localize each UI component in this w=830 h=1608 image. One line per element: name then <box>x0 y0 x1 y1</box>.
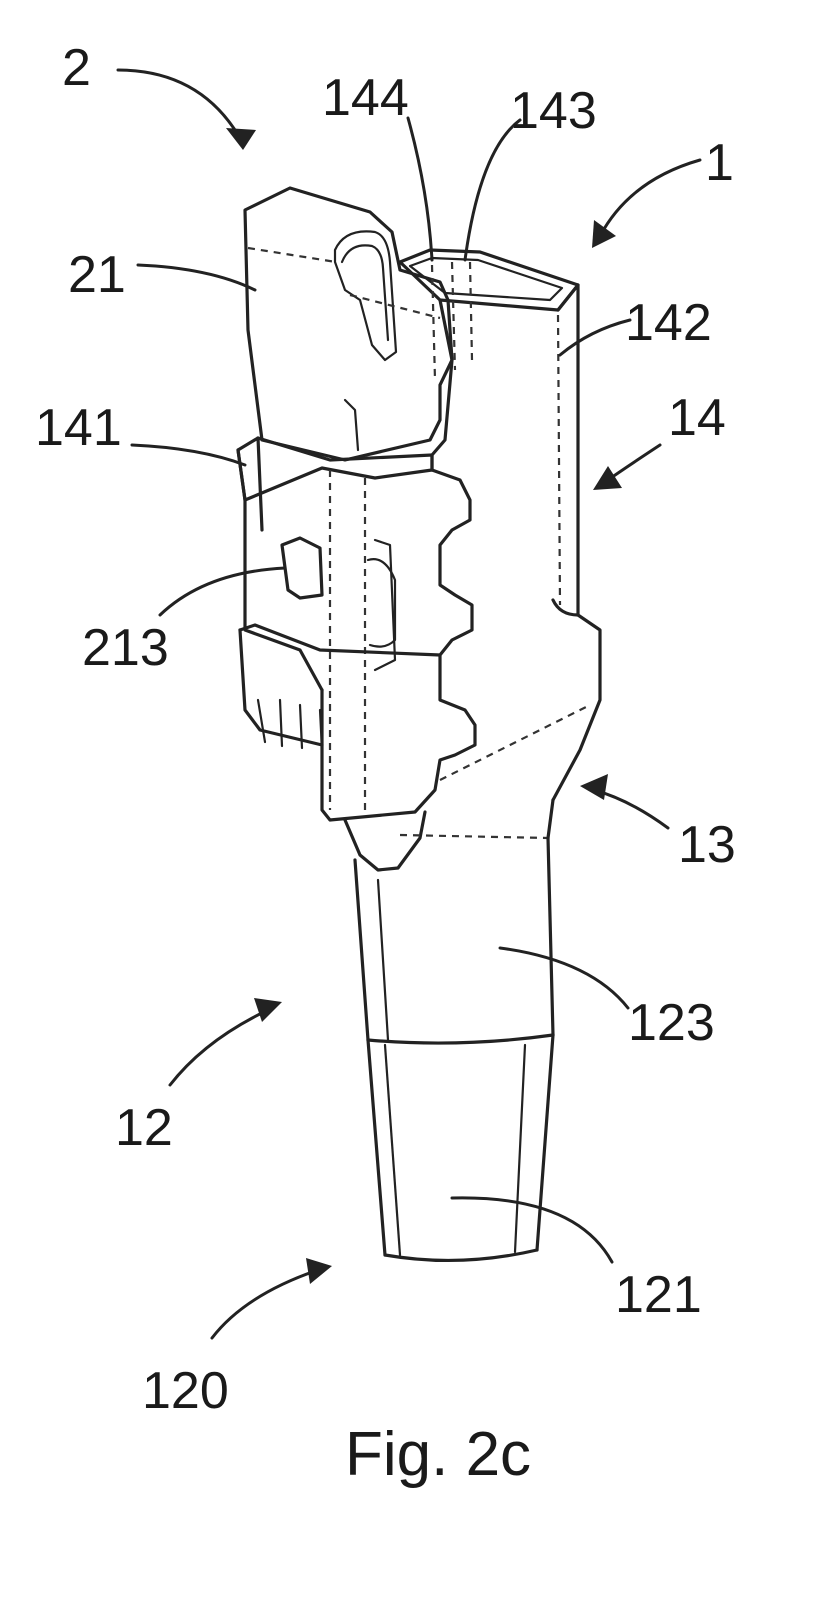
label-2: 2 <box>62 39 91 97</box>
label-121: 121 <box>615 1266 702 1324</box>
label-1: 1 <box>705 134 734 192</box>
part-13-transition <box>343 798 555 872</box>
label-213: 213 <box>82 619 169 677</box>
label-144: 144 <box>322 69 409 127</box>
label-123: 123 <box>628 994 715 1052</box>
figure-caption: Fig. 2c <box>345 1420 531 1489</box>
reference-labels: 2 144 143 1 21 142 141 14 213 13 123 12 … <box>35 39 736 1420</box>
arrow-1 <box>592 220 616 248</box>
label-143: 143 <box>510 82 597 140</box>
arrow-2 <box>226 128 256 150</box>
arrow-12 <box>254 998 282 1022</box>
part-123-crimp-barrel <box>353 836 555 1045</box>
label-142: 142 <box>625 294 712 352</box>
part-14-box-housing <box>320 283 602 822</box>
contact-element-drawing <box>236 186 602 1263</box>
label-12: 12 <box>115 1099 173 1157</box>
label-21: 21 <box>68 246 126 304</box>
part-141-front-band <box>236 436 442 810</box>
label-141: 141 <box>35 399 122 457</box>
part-121-tapered-tip <box>366 1033 555 1263</box>
label-120: 120 <box>142 1362 229 1420</box>
arrow-13 <box>580 774 608 800</box>
leader-lines <box>116 68 702 1340</box>
arrow-120 <box>306 1258 332 1284</box>
arrow-14 <box>593 466 622 490</box>
label-14: 14 <box>668 389 726 447</box>
part-21-latch-tab <box>243 186 454 462</box>
label-13: 13 <box>678 816 736 874</box>
